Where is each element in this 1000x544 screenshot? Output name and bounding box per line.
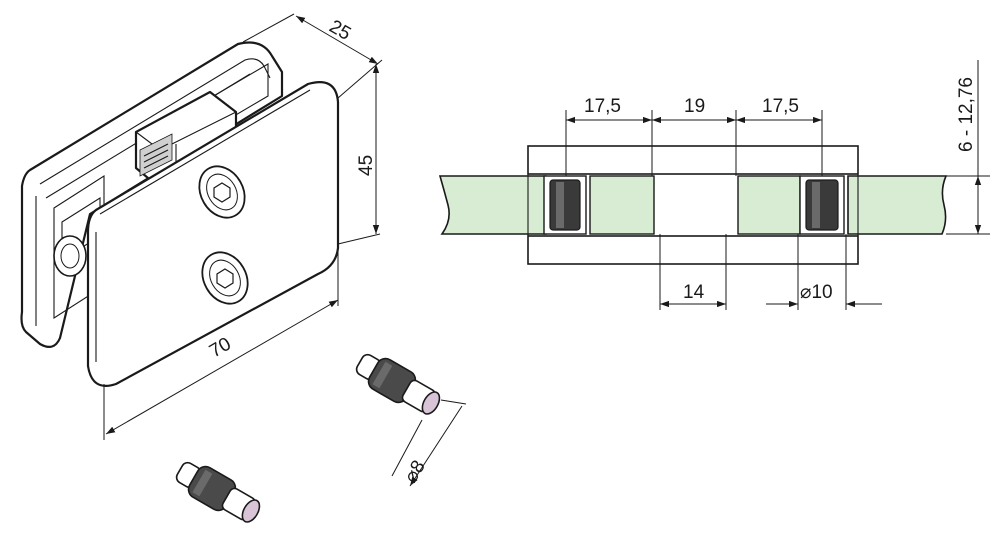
- section-top-plate: [527, 145, 859, 175]
- dim-glass-thickness-label: 6 - 12,76: [956, 77, 977, 152]
- pin-upper: ⌀8: [355, 353, 467, 487]
- glass-left: [438, 175, 547, 235]
- left-bushing: [543, 175, 587, 235]
- dim-bottom-gap-label: 14: [683, 282, 705, 303]
- dim-right-offset-label: 17,5: [762, 96, 799, 117]
- dim-left-offset-label: 17,5: [584, 96, 621, 117]
- section-view: 17,5 19 17,5 14 ⌀10 6 - 12,76: [438, 60, 990, 310]
- glass-right: [847, 175, 948, 235]
- dim-pin-large-label: ⌀10: [800, 282, 833, 303]
- dim-height-label: 45: [356, 155, 377, 176]
- right-bushing: [799, 175, 845, 235]
- clamp-isometric-view: 25 45 70: [20, 13, 383, 440]
- pin-lower: [175, 461, 261, 523]
- section-bottom-plate: [527, 235, 859, 265]
- dim-center-gap-label: 19: [684, 96, 705, 117]
- dim-depth-label: 25: [326, 16, 355, 45]
- clamp-pin-visible: [53, 235, 87, 277]
- dimension-height: 45: [337, 64, 381, 245]
- dim-length-label: 70: [206, 334, 235, 363]
